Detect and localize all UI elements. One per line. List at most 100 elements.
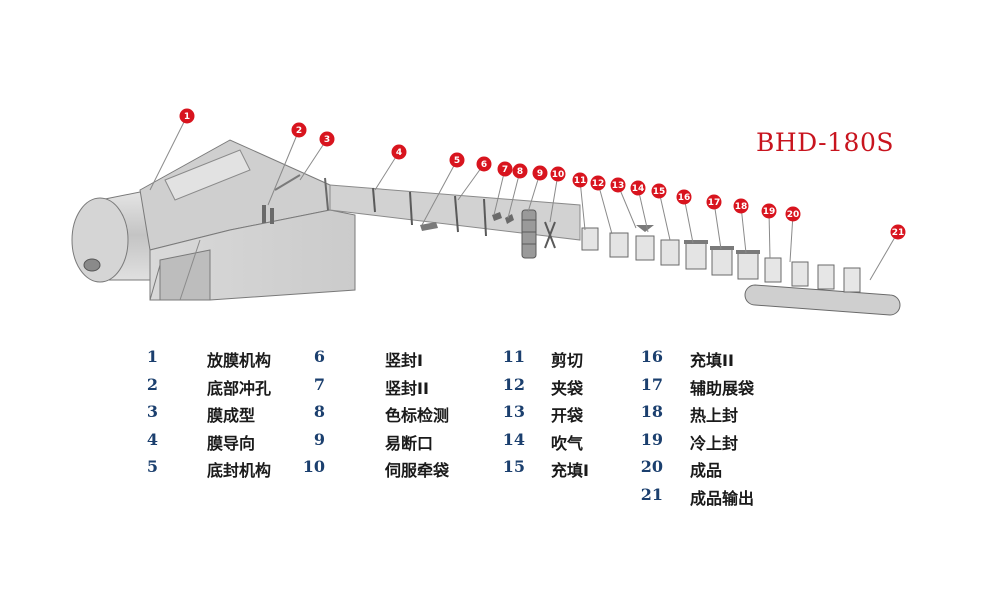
callout-2: 2 <box>291 122 307 138</box>
callout-circle <box>291 122 307 138</box>
legend-number: 18 <box>640 402 663 421</box>
legend-number: 1 <box>146 347 158 366</box>
legend-label: 成品 <box>690 461 723 480</box>
legend-number: 4 <box>146 429 158 449</box>
callout-number: 20 <box>787 210 800 220</box>
callout-circle <box>512 163 528 179</box>
leader-line-18 <box>740 205 747 254</box>
film-former <box>139 139 356 301</box>
callout-circle <box>733 198 749 214</box>
callout-circle <box>319 131 335 147</box>
leader-line-5 <box>421 159 458 226</box>
callout-number: 1 <box>184 112 190 122</box>
leader-line-19 <box>768 210 771 259</box>
legend-label: 放膜机构 <box>207 351 272 370</box>
legend-label: 膜导向 <box>207 433 256 453</box>
leader-line-20 <box>789 213 794 263</box>
legend-label: 充填I <box>551 461 589 480</box>
legend-number: 13 <box>502 402 525 421</box>
legend-label: 夹袋 <box>551 378 584 398</box>
callout-circle <box>572 172 588 188</box>
callout-19: 19 <box>761 203 777 219</box>
callout-number: 18 <box>735 202 748 212</box>
callout-number: 4 <box>396 148 402 158</box>
legend-label: 色标检测 <box>385 406 450 425</box>
leader-line-2 <box>267 129 300 206</box>
callout-circle <box>610 177 626 193</box>
callout-1: 1 <box>179 108 195 124</box>
callout-16: 16 <box>676 189 692 205</box>
legend-number: 8 <box>313 402 325 421</box>
legend-label: 膜成型 <box>207 406 256 425</box>
callout-number: 10 <box>552 170 565 180</box>
legend-label: 充填II <box>690 351 734 370</box>
callout-10: 10 <box>550 166 566 182</box>
legend-number: 15 <box>502 457 525 476</box>
leader-line-12 <box>597 182 613 235</box>
leader-line-21 <box>869 231 899 281</box>
leader-line-1 <box>149 115 188 191</box>
legend-number: 19 <box>640 429 663 449</box>
callout-circle <box>890 224 906 240</box>
legend-label: 成品输出 <box>690 488 755 508</box>
callout-circle <box>449 152 465 168</box>
legend-number: 14 <box>502 429 525 449</box>
leader-line-13 <box>617 184 637 229</box>
leader-line-3 <box>299 138 328 181</box>
callout-15: 15 <box>651 183 667 199</box>
callout-circle <box>590 175 606 191</box>
callout-number: 12 <box>592 179 605 189</box>
legend-number: 6 <box>313 347 325 366</box>
callout-13: 13 <box>610 177 626 193</box>
callout-3: 3 <box>319 131 335 147</box>
callout-circle <box>761 203 777 219</box>
callout-number: 11 <box>574 176 587 186</box>
film-roll <box>71 189 151 283</box>
callout-8: 8 <box>512 163 528 179</box>
leader-line-7 <box>493 168 506 216</box>
legend-number: 7 <box>313 374 325 394</box>
legend-label: 开袋 <box>551 406 584 425</box>
callout-number: 6 <box>481 160 487 170</box>
callout-9: 9 <box>532 165 548 181</box>
legend-number: 11 <box>502 347 525 366</box>
pouches <box>581 225 760 280</box>
callout-number: 21 <box>892 228 905 238</box>
callout-number: 2 <box>296 126 302 136</box>
legend-label: 竖封II <box>385 378 429 398</box>
leader-line-11 <box>579 179 586 231</box>
legend-number: 20 <box>640 457 663 476</box>
callout-circle <box>179 108 195 124</box>
legend-label: 冷上封 <box>690 433 739 453</box>
callout-number: 14 <box>632 184 645 194</box>
legend-number: 3 <box>146 402 158 421</box>
callout-20: 20 <box>785 206 801 222</box>
leader-line-10 <box>549 173 559 223</box>
output-conveyor <box>744 257 901 316</box>
legend-label: 伺服牵袋 <box>385 461 450 480</box>
legend-number: 21 <box>640 484 663 504</box>
callout-number: 3 <box>324 135 330 145</box>
callout-11: 11 <box>572 172 588 188</box>
legend-number: 5 <box>146 457 158 476</box>
leader-line-15 <box>658 190 671 241</box>
callout-7: 7 <box>497 161 513 177</box>
legend-number: 9 <box>313 429 325 449</box>
callout-number: 7 <box>502 165 508 175</box>
callout-circle <box>532 165 548 181</box>
legend-number: 16 <box>640 347 663 366</box>
leader-line-17 <box>713 201 722 250</box>
leader-line-16 <box>683 196 694 244</box>
legend-label: 辅助展袋 <box>690 378 755 398</box>
legend-label: 底封机构 <box>207 461 272 480</box>
callout-number: 16 <box>678 193 691 203</box>
callout-number: 15 <box>653 187 666 197</box>
callout-6: 6 <box>476 156 492 172</box>
callout-circle <box>651 183 667 199</box>
callout-5: 5 <box>449 152 465 168</box>
legend-label: 吹气 <box>551 433 584 453</box>
callout-circle <box>497 161 513 177</box>
callout-number: 19 <box>763 207 776 217</box>
